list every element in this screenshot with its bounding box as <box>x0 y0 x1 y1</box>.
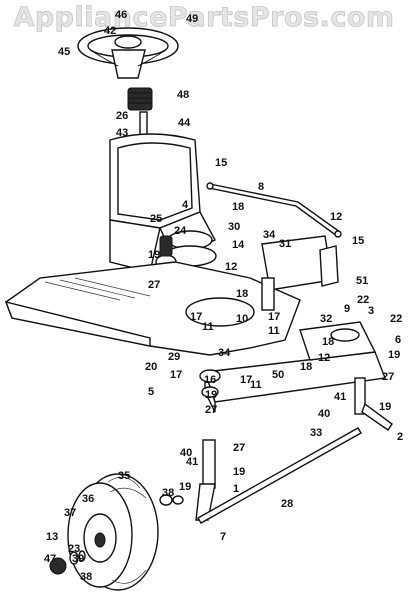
callout-label: 25 <box>150 213 162 225</box>
pivot-bracket <box>261 235 339 311</box>
callout-label: 11 <box>268 325 280 337</box>
frame-plate <box>4 261 301 356</box>
hub-cap <box>49 494 184 575</box>
callout-label: 50 <box>272 369 284 381</box>
callout-label: 36 <box>82 493 94 505</box>
callout-label: 32 <box>320 313 332 325</box>
callout-label: 45 <box>58 46 70 58</box>
callout-label: 16 <box>204 374 216 386</box>
callout-label: 18 <box>236 288 248 300</box>
callout-label: 20 <box>145 361 157 373</box>
callout-label: 11 <box>202 321 214 333</box>
callout-label: 31 <box>279 238 291 250</box>
callout-label: 51 <box>356 275 368 287</box>
callout-label: 19 <box>233 466 245 478</box>
callout-label: 42 <box>104 25 116 37</box>
callout-label: 28 <box>281 498 293 510</box>
callout-label: 33 <box>310 427 322 439</box>
left-spindle <box>195 369 221 521</box>
callout-label: 26 <box>116 110 128 122</box>
callout-label: 17 <box>170 369 182 381</box>
callout-label: 18 <box>322 336 334 348</box>
callout-label: 44 <box>178 117 191 129</box>
drag-link <box>206 182 342 238</box>
callout-label: 38 <box>162 487 174 499</box>
callout-label: 19 <box>205 389 217 401</box>
callout-label: 6 <box>395 334 401 346</box>
callout-label: 15 <box>352 235 364 247</box>
callout-label: 37 <box>64 507 76 519</box>
callout-label: 27 <box>205 404 217 416</box>
callout-label: 1 <box>233 483 239 495</box>
callout-label: 4 <box>182 199 189 211</box>
callout-label: 17 <box>190 311 202 323</box>
watermark-text: AppliancePartsPros.com <box>13 2 395 34</box>
callout-label: 49 <box>186 13 198 25</box>
callout-label: 22 <box>390 313 402 325</box>
callout-label: 35 <box>118 470 130 482</box>
callout-label: 41 <box>186 456 198 468</box>
callout-label: 13 <box>46 531 58 543</box>
callout-label: 12 <box>225 261 237 273</box>
callout-label: 34 <box>263 229 276 241</box>
callout-label: 8 <box>258 181 264 193</box>
callout-label: 15 <box>215 157 227 169</box>
callout-label: 40 <box>180 447 192 459</box>
callout-label: 11 <box>250 379 262 391</box>
callout-label: 47 <box>44 553 56 565</box>
callout-label: 9 <box>344 303 350 315</box>
callout-label: 14 <box>232 239 245 251</box>
callout-label: 19 <box>379 401 391 413</box>
callout-label: 46 <box>115 9 127 21</box>
callout-label: 38 <box>80 571 92 583</box>
callout-label: 27 <box>233 442 245 454</box>
callout-label: 19 <box>388 349 400 361</box>
dash-console <box>109 133 216 273</box>
callout-label: 19 <box>148 249 160 261</box>
callout-label: 17 <box>268 311 280 323</box>
callout-label: 22 <box>357 294 369 306</box>
callout-label: 18 <box>232 201 244 213</box>
callout-label: 24 <box>174 225 187 237</box>
callout-label: 17 <box>240 374 252 386</box>
callout-label: 39 <box>72 553 84 565</box>
callout-label: 41 <box>334 391 346 403</box>
callout-label: 7 <box>220 531 226 543</box>
callout-label: 10 <box>236 313 248 325</box>
callout-label: 19 <box>179 481 191 493</box>
callout-label: 12 <box>330 211 342 223</box>
callout-label: 40 <box>318 408 330 420</box>
column-boot <box>127 87 153 111</box>
callout-label: 3 <box>368 305 374 317</box>
callout-label: 5 <box>148 386 154 398</box>
callout-label: 48 <box>177 89 189 101</box>
callout-label: 2 <box>397 431 403 443</box>
callout-label: 12 <box>318 352 330 364</box>
right-spindle <box>330 328 393 431</box>
callout-label: 30 <box>228 221 240 233</box>
callout-label: 27 <box>148 279 160 291</box>
steering-wheel <box>77 27 179 79</box>
callout-label: 23 <box>68 543 80 555</box>
front-tire <box>67 473 159 591</box>
tie-rod <box>197 427 362 524</box>
callout-label: 29 <box>168 351 180 363</box>
callout-label: 18 <box>300 361 312 373</box>
callout-label: 34 <box>218 347 231 359</box>
callout-label: 27 <box>382 371 394 383</box>
callout-label: 43 <box>116 127 128 139</box>
